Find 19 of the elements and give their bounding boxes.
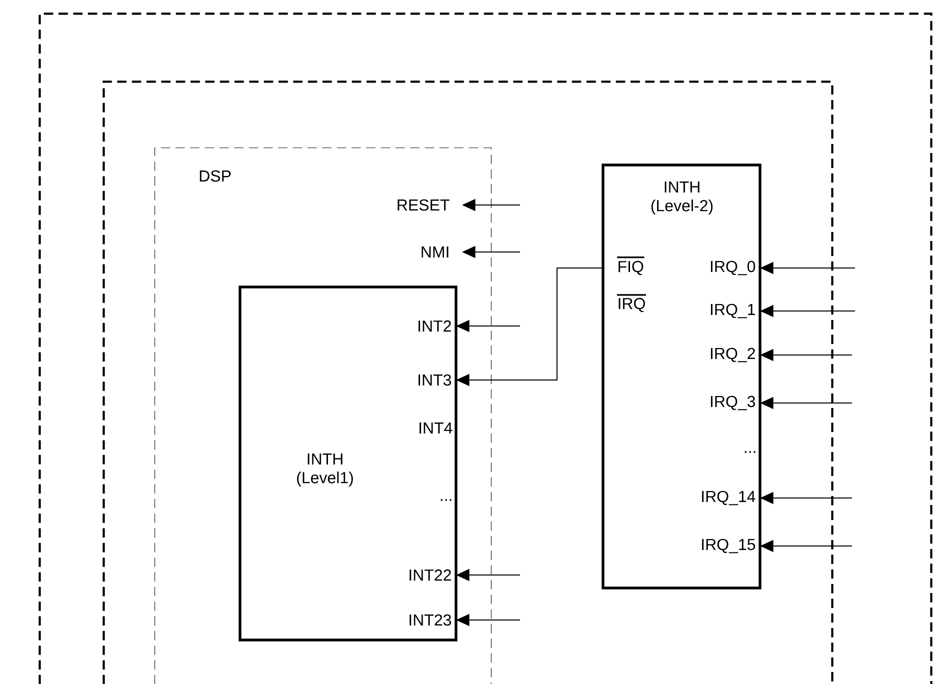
dashed-region-box [38, 12, 932, 684]
pin-label: IRQ_15 [702, 538, 756, 554]
pin-label: INT23 [410, 614, 452, 626]
pin-label: IRQ_1 [710, 304, 755, 318]
dashed-region-box [102, 80, 834, 684]
pin-label: IRQ_3 [710, 396, 756, 410]
ellipsis: ... [744, 451, 756, 453]
pin-label: IRQ_14 [702, 490, 756, 506]
pin-label: INT4 [420, 422, 452, 434]
pin-label: INT22 [410, 569, 451, 581]
pin-label: IRQ_2 [710, 348, 755, 362]
pin-label: IRQ_0 [710, 260, 756, 276]
pin-label: INT2 [418, 320, 451, 332]
pin-label: INT3 [418, 374, 452, 386]
pin-label: FIQ [617, 256, 644, 276]
ellipsis: ... [440, 499, 452, 501]
pin-label: RESET [398, 199, 450, 211]
pin-label: IRQ [617, 294, 646, 312]
pin-label: NMI [422, 246, 448, 258]
